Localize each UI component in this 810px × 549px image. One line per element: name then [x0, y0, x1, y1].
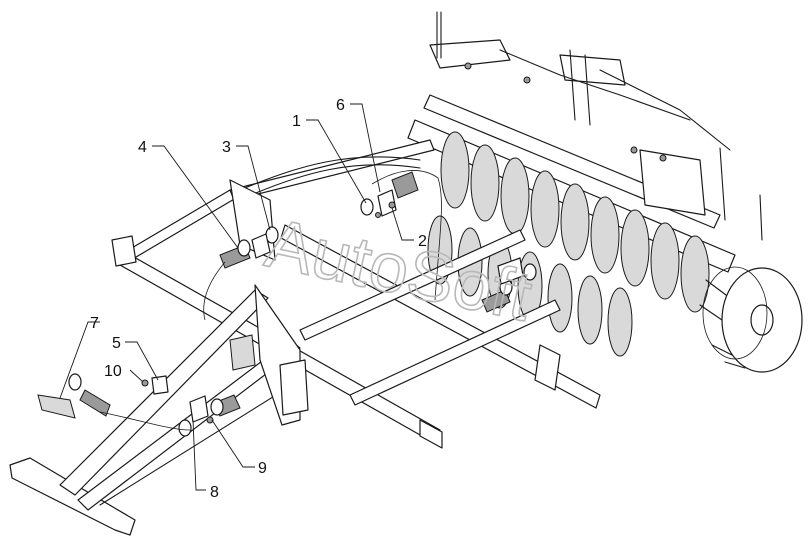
- callout-4: 4: [138, 139, 147, 156]
- callout-5: 5: [112, 335, 121, 352]
- disc-row: [427, 131, 710, 357]
- callout-leaders: [59, 103, 414, 491]
- callout-9: 9: [258, 460, 267, 477]
- roller-wheel: [699, 266, 803, 373]
- callout-8: 8: [210, 484, 219, 501]
- disc-gang-assembly: [407, 11, 803, 373]
- callout-7: 7: [90, 315, 99, 332]
- callout-labels: 1 2 3 4 5 6 7 8 9 10: [90, 97, 427, 501]
- hydraulic-parts: [37, 170, 537, 437]
- callout-10: 10: [104, 363, 122, 380]
- callout-2: 2: [418, 233, 427, 250]
- callout-6: 6: [336, 97, 345, 114]
- callout-1: 1: [292, 113, 301, 130]
- watermark-text: AutoSoft: [259, 204, 538, 336]
- callout-3: 3: [222, 139, 231, 156]
